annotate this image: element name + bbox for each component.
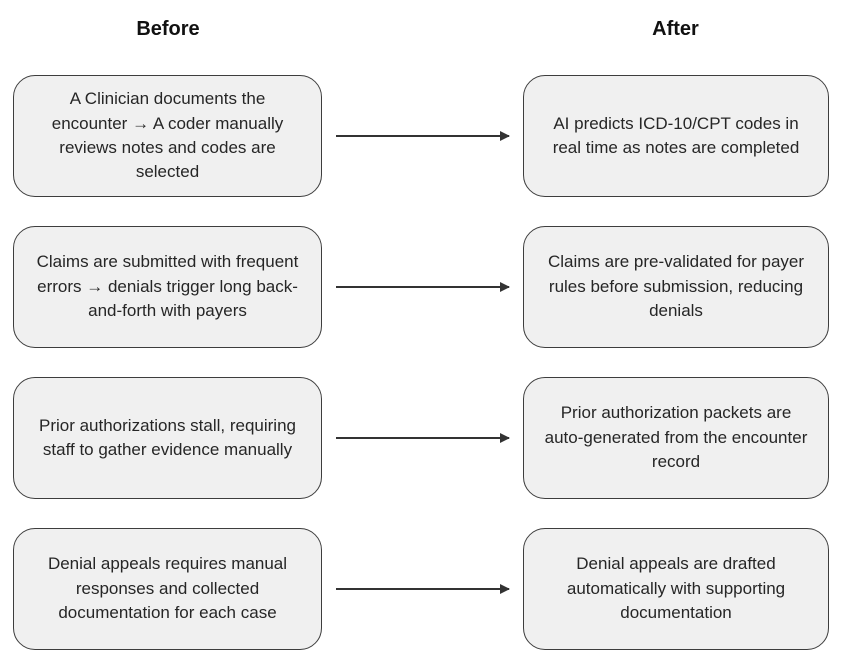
after-box-text: Denial appeals are drafted automatically… <box>566 554 786 623</box>
before-box-text: Claims are submitted with frequent error… <box>36 252 299 321</box>
arrow-right-icon <box>336 437 509 439</box>
before-box-text: Denial appeals requires manual responses… <box>47 554 288 623</box>
before-box-claims: Claims are submitted with frequent error… <box>13 226 322 348</box>
arrow-cell <box>322 226 523 348</box>
after-box-denial-appeals: Denial appeals are drafted automatically… <box>523 528 829 650</box>
column-headers: Before After <box>0 0 841 42</box>
arrow-right-icon <box>336 588 509 590</box>
flow-row-prior-auth: Prior authorizations stall, requiring st… <box>13 377 829 499</box>
after-column-header: After <box>652 18 699 40</box>
before-box-coding: A Clinician documents the encounter → A … <box>13 75 322 197</box>
after-box-text: Prior authorization packets are auto-gen… <box>544 403 808 472</box>
after-box-text: Claims are pre-validated for payer rules… <box>547 252 805 321</box>
flow-row-coding: A Clinician documents the encounter → A … <box>13 75 829 197</box>
before-box-prior-auth: Prior authorizations stall, requiring st… <box>13 377 322 499</box>
before-box-denial-appeals: Denial appeals requires manual responses… <box>13 528 322 650</box>
header-spacer <box>336 16 510 42</box>
after-box-claims: Claims are pre-validated for payer rules… <box>523 226 829 348</box>
arrow-cell <box>322 377 523 499</box>
flow-row-claims: Claims are submitted with frequent error… <box>13 226 829 348</box>
after-box-coding: AI predicts ICD-10/CPT codes in real tim… <box>523 75 829 197</box>
after-box-prior-auth: Prior authorization packets are auto-gen… <box>523 377 829 499</box>
flow-row-denial-appeals: Denial appeals requires manual responses… <box>13 528 829 650</box>
arrow-right-icon <box>336 286 509 288</box>
after-box-text: AI predicts ICD-10/CPT codes in real tim… <box>552 113 800 157</box>
arrow-cell <box>322 528 523 650</box>
arrow-cell <box>322 75 523 197</box>
before-box-text: Prior authorizations stall, requiring st… <box>38 415 296 459</box>
before-box-text: A Clinician documents the encounter → A … <box>51 89 284 182</box>
arrow-right-icon <box>336 135 509 137</box>
before-column-header: Before <box>136 18 200 40</box>
